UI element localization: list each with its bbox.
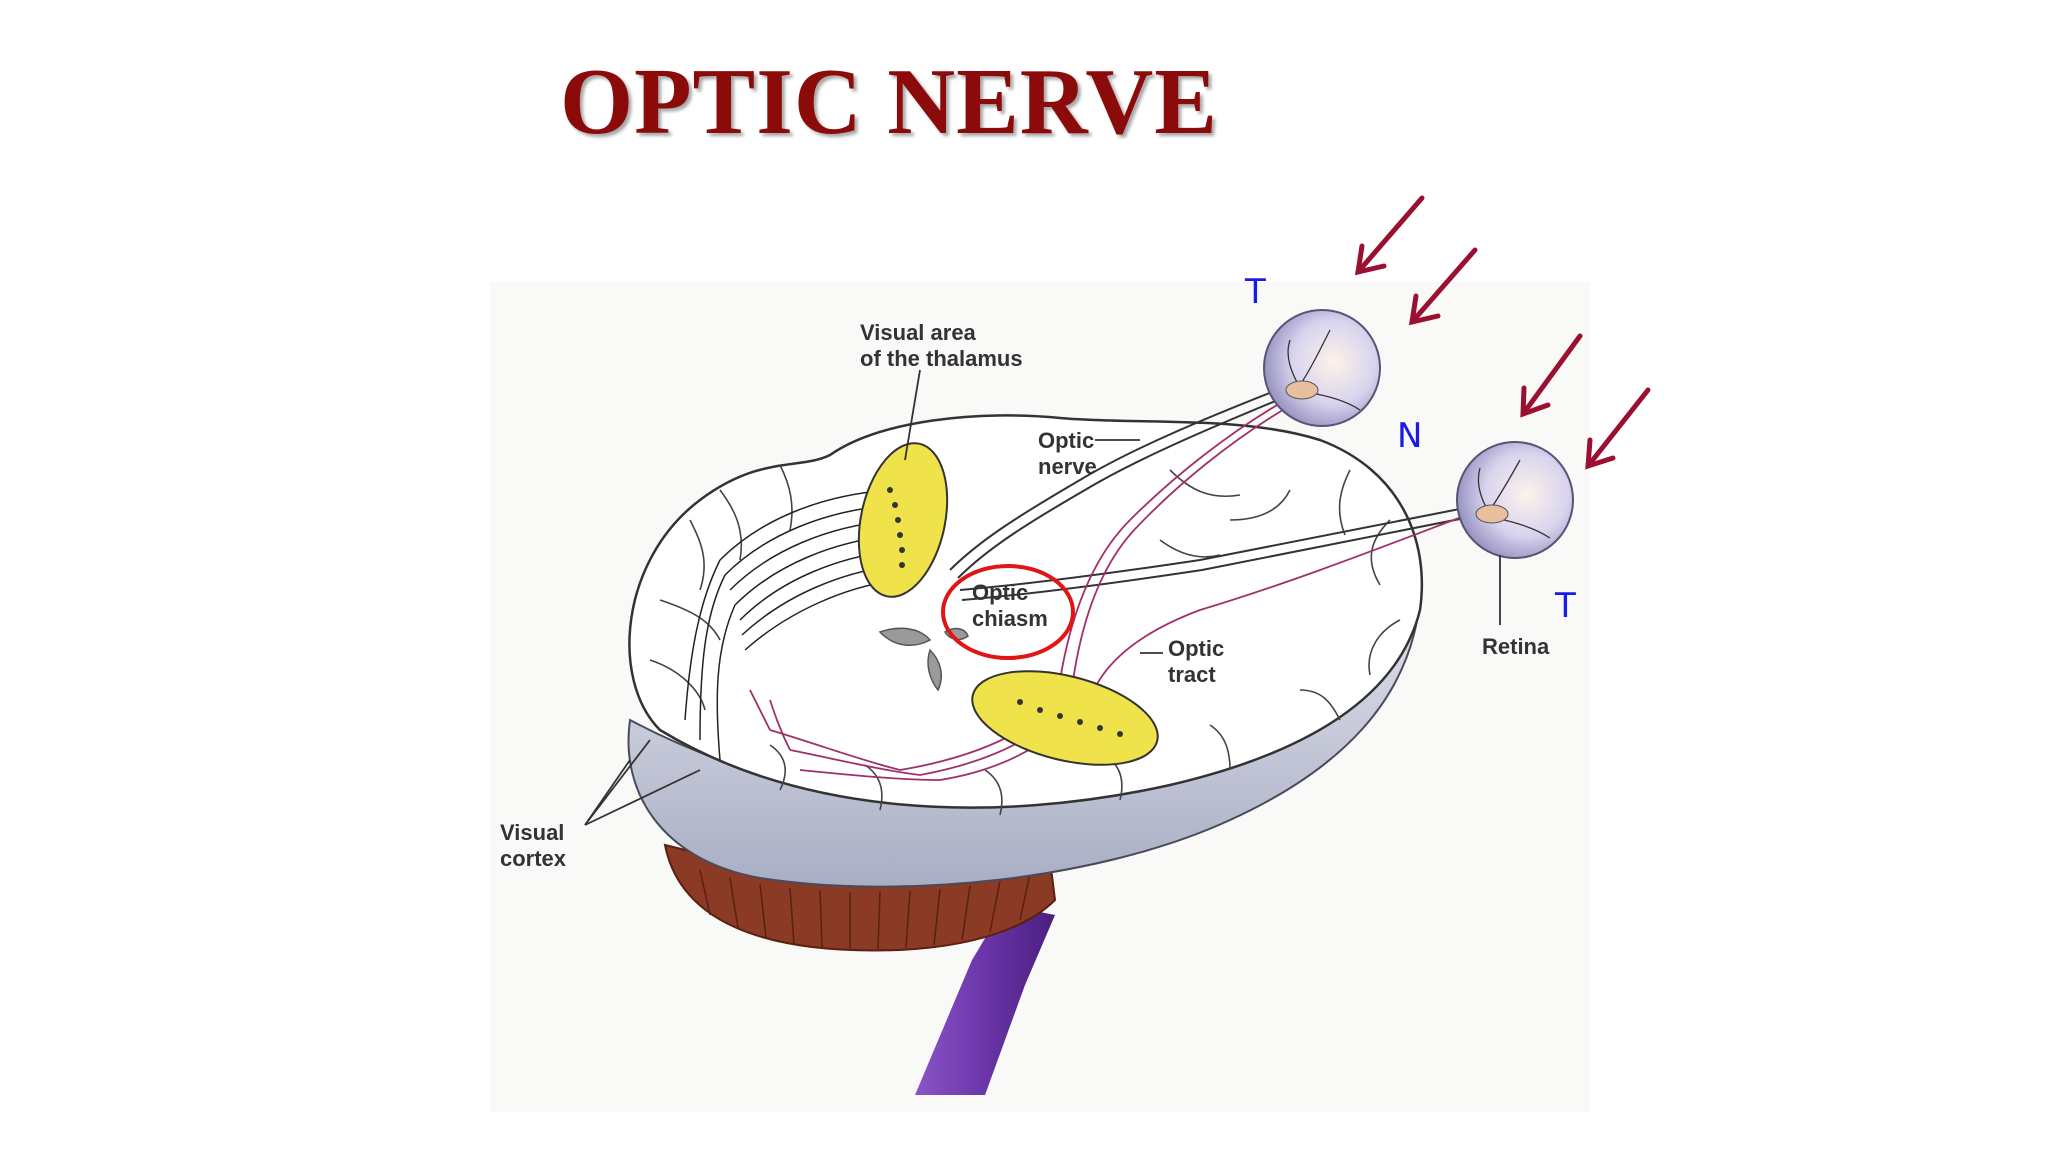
light-arrow-2 [1408, 247, 1478, 326]
label-chiasm-line2: chiasm [972, 606, 1048, 631]
ventricles [878, 627, 969, 692]
label-chiasm-line1: Optic [972, 580, 1028, 605]
label-cortex-line2: cortex [500, 846, 567, 871]
optic-nerves [949, 384, 1481, 601]
eye-right [1456, 441, 1574, 559]
thalamus-left [857, 442, 949, 598]
optic-disc-right [1475, 504, 1509, 524]
light-arrows [1354, 195, 1651, 470]
eye-left [1263, 309, 1381, 427]
thalamus-nuclei [887, 487, 1123, 737]
label-retina: Retina [1482, 634, 1550, 659]
marker-temporal-left-eye: T [1244, 272, 1266, 312]
optic-disc-left [1285, 380, 1319, 400]
brainstem [915, 905, 1055, 1095]
marker-temporal-right-eye: T [1554, 586, 1576, 626]
leader-lines [584, 369, 1501, 826]
light-arrow-4 [1585, 387, 1651, 470]
thalamus-right [971, 670, 1159, 766]
gyri-lines [649, 464, 1401, 816]
label-optic-nerve-line2: nerve [1038, 454, 1097, 479]
label-tract-line2: tract [1168, 662, 1216, 687]
label-cortex-line1: Visual [500, 820, 564, 845]
cerebellum-folia [699, 869, 1031, 950]
label-thalamus-line1: Visual area [860, 320, 977, 345]
label-optic-nerve-line1: Optic [1038, 428, 1094, 453]
light-arrow-3 [1520, 333, 1583, 418]
label-tract-line1: Optic [1168, 636, 1224, 661]
light-arrow-1 [1354, 195, 1425, 276]
optic-chiasm-circle [941, 564, 1075, 660]
marker-nasal: N [1397, 416, 1422, 456]
slide-title: OPTIC NERVE [560, 50, 1218, 154]
label-thalamus-line2: of the thalamus [860, 346, 1023, 371]
